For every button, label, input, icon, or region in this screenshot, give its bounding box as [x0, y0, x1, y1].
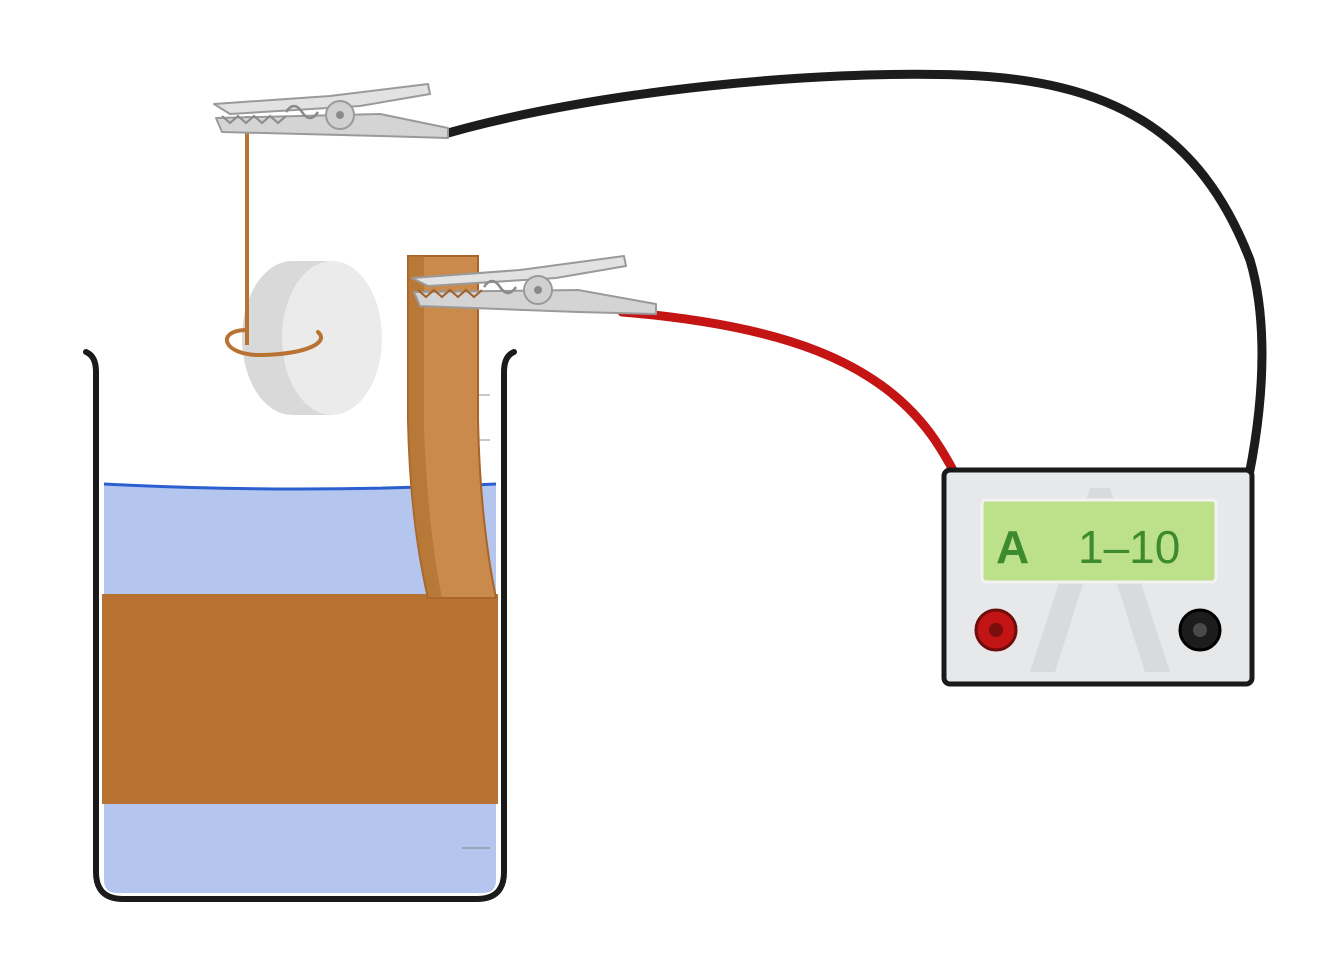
- beaker: [83, 349, 517, 902]
- disc-face: [282, 261, 382, 415]
- alligator-clip-icon[interactable]: [213, 83, 449, 139]
- copper-strip-shade: [408, 256, 442, 598]
- red-wire[interactable]: [617, 307, 1000, 633]
- black-wire[interactable]: [443, 69, 1267, 635]
- alligator-clip-icon[interactable]: [411, 255, 657, 315]
- ammeter: A 1–10: [941, 467, 1255, 687]
- object-to-plate: [242, 261, 382, 415]
- beaker-glass: [83, 349, 517, 902]
- ammeter-unit-label: A: [996, 521, 1029, 573]
- ammeter-display: [980, 498, 1218, 584]
- ammeter-range-label: 1–10: [1078, 521, 1180, 573]
- ammeter-watermark: [1030, 488, 1170, 672]
- copper-wire-loop: [224, 328, 323, 358]
- copper-deposit-band: [102, 594, 498, 804]
- red-terminal-icon[interactable]: [974, 608, 1018, 652]
- black-terminal-icon[interactable]: [1178, 608, 1222, 652]
